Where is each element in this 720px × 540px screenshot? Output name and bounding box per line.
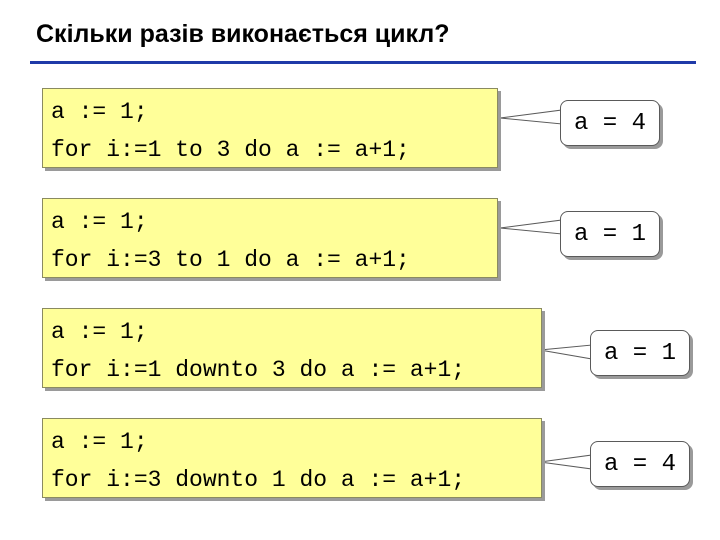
code-block-1: a := 1; for i:=1 to 3 do a := a+1; bbox=[42, 88, 498, 168]
code-line-assign: a := 1; bbox=[51, 429, 148, 455]
code-line-loop: for i:=3 to 1 do a := a+1; bbox=[51, 247, 410, 273]
answer-callout-4: a = 4 bbox=[590, 441, 690, 487]
code-block-3: a := 1; for i:=1 downto 3 do a := a+1; bbox=[42, 308, 542, 388]
callout-pointer-1 bbox=[499, 109, 563, 125]
callout-pointer-2 bbox=[499, 219, 563, 235]
code-line-assign: a := 1; bbox=[51, 319, 148, 345]
callout-pointer-4 bbox=[539, 454, 593, 470]
answer-text: a = 4 bbox=[573, 109, 646, 137]
callout-pointer-3 bbox=[539, 344, 593, 360]
answer-text: a = 1 bbox=[573, 220, 646, 248]
code-line-loop: for i:=3 downto 1 do a := a+1; bbox=[51, 467, 466, 493]
page-title: Скільки разів виконається цикл? bbox=[36, 20, 450, 48]
answer-callout-2: a = 1 bbox=[560, 211, 660, 257]
title-underline bbox=[30, 61, 696, 64]
code-line-loop: for i:=1 to 3 do a := a+1; bbox=[51, 137, 410, 163]
code-block-2: a := 1; for i:=3 to 1 do a := a+1; bbox=[42, 198, 498, 278]
answer-callout-3: a = 1 bbox=[590, 330, 690, 376]
code-block-4: a := 1; for i:=3 downto 1 do a := a+1; bbox=[42, 418, 542, 498]
code-line-assign: a := 1; bbox=[51, 99, 148, 125]
code-line-loop: for i:=1 downto 3 do a := a+1; bbox=[51, 357, 466, 383]
answer-text: a = 4 bbox=[603, 450, 676, 478]
answer-text: a = 1 bbox=[603, 339, 676, 367]
answer-callout-1: a = 4 bbox=[560, 100, 660, 146]
code-line-assign: a := 1; bbox=[51, 209, 148, 235]
